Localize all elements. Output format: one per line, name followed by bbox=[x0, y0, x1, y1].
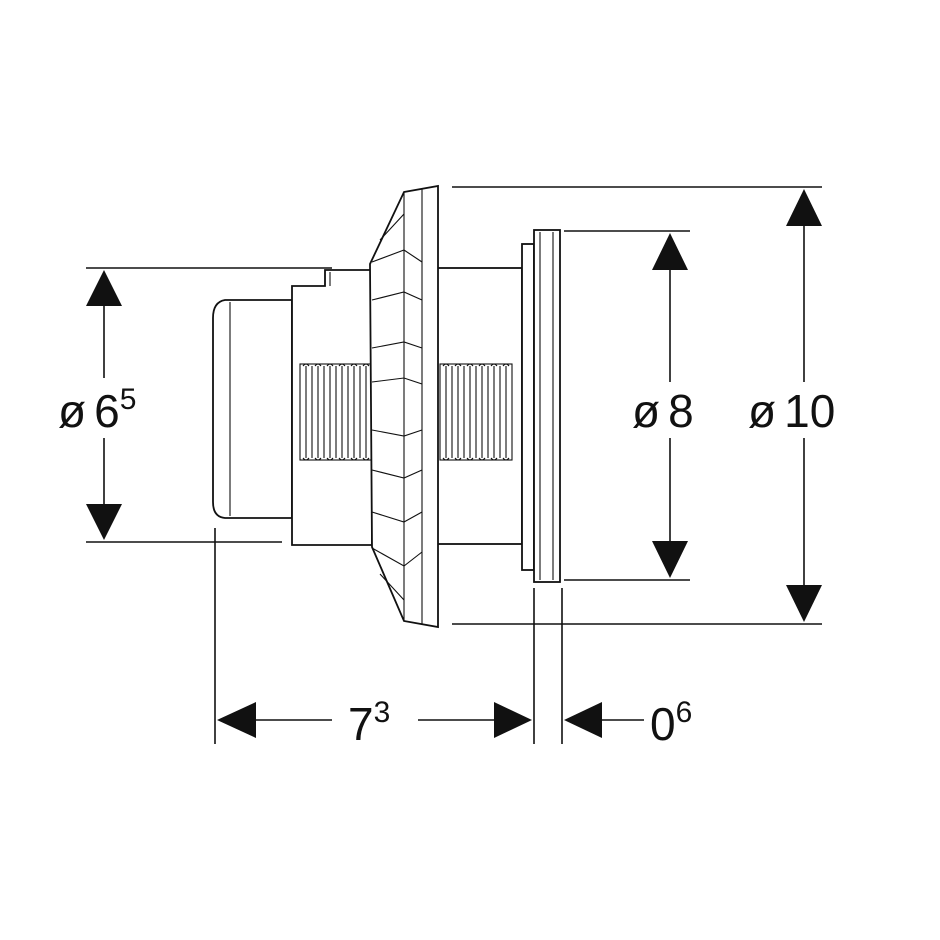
thread-right bbox=[439, 363, 513, 461]
part-outline bbox=[212, 184, 561, 629]
arrow-up bbox=[86, 270, 122, 306]
arrow-down bbox=[652, 541, 688, 578]
arrow-up bbox=[786, 189, 822, 226]
arrow-right bbox=[494, 702, 532, 738]
arrow-down bbox=[786, 585, 822, 622]
arrow-left bbox=[217, 702, 256, 738]
fixing-nut bbox=[369, 184, 439, 629]
ring-thickness-label: 06 bbox=[650, 696, 692, 750]
arrow-left bbox=[564, 702, 602, 738]
length-label: 73 bbox=[348, 696, 390, 750]
button-cap bbox=[212, 299, 293, 519]
arrow-up bbox=[652, 233, 688, 270]
arrow-down bbox=[86, 504, 122, 540]
dimension-lines bbox=[86, 186, 822, 744]
flange-ring bbox=[521, 229, 561, 583]
thread-left bbox=[299, 363, 373, 461]
